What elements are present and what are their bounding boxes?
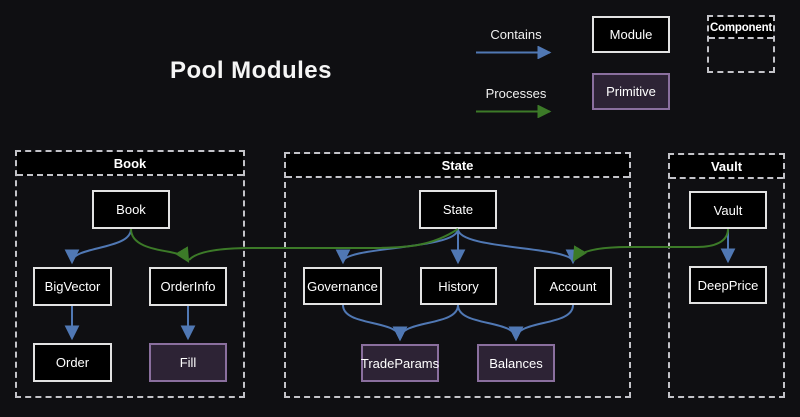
node-account: Account — [534, 267, 612, 305]
node-state: State — [419, 190, 497, 229]
legend-module-box: Module — [592, 16, 670, 53]
container-state-header: State — [286, 154, 629, 178]
node-vault: Vault — [689, 191, 767, 229]
container-vault: Vault — [668, 153, 785, 398]
legend-contains-label: Contains — [490, 27, 542, 42]
legend-component-label: Component — [709, 17, 773, 39]
node-orderinfo: OrderInfo — [149, 267, 227, 306]
container-vault-header: Vault — [670, 155, 783, 179]
node-balances: Balances — [477, 344, 555, 382]
node-governance: Governance — [303, 267, 382, 305]
legend-primitive-box: Primitive — [592, 73, 670, 110]
processes-arrow-icon — [476, 105, 552, 118]
node-tradeparams: TradeParams — [361, 344, 439, 382]
page-title: Pool Modules — [170, 57, 332, 84]
container-state: State — [284, 152, 631, 398]
node-bigvector: BigVector — [33, 267, 112, 306]
container-book: Book — [15, 150, 245, 398]
node-deepprice: DeepPrice — [689, 266, 767, 304]
legend-component-box: Component — [707, 15, 775, 73]
container-book-header: Book — [17, 152, 243, 176]
node-history: History — [420, 267, 497, 305]
node-book: Book — [92, 190, 170, 229]
node-fill: Fill — [149, 343, 227, 382]
contains-arrow-icon — [476, 46, 552, 59]
node-order: Order — [33, 343, 112, 382]
legend-processes-label: Processes — [485, 86, 547, 101]
